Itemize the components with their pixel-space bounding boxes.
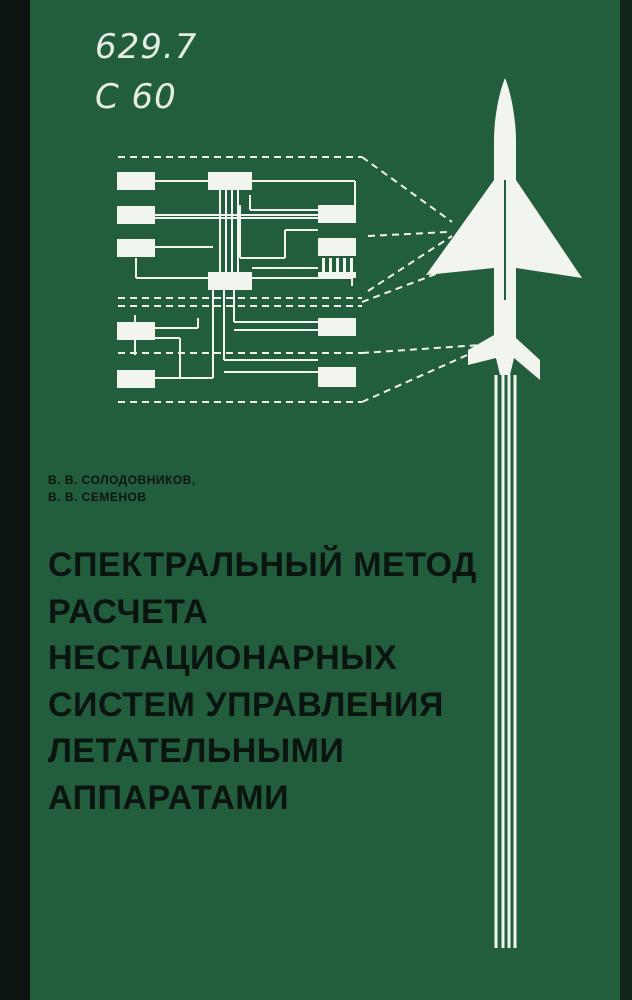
jet-contrail <box>494 375 517 948</box>
title-line: РАСЧЕТА <box>48 592 209 631</box>
library-call-number: 629.7 <box>95 27 198 67</box>
title-line: СПЕКТРАЛЬНЫЙ МЕТОД <box>48 546 477 584</box>
cover-edge <box>620 0 632 1000</box>
book-spine <box>0 0 30 1000</box>
jet-aircraft-icon <box>426 78 582 380</box>
author-name: В. В. СОЛОДОВНИКОВ, <box>48 473 196 487</box>
diagram-wiring <box>134 180 356 379</box>
title-line: НЕСТАЦИОНАРНЫХ <box>48 639 398 677</box>
title-line: СИСТЕМ УПРАВЛЕНИЯ <box>48 685 444 724</box>
title-line: ЛЕТАТЕЛЬНЫМИ <box>48 732 345 770</box>
diagram-dashed-lines <box>118 156 487 403</box>
book-title: СПЕКТРАЛЬНЫЙ МЕТОД РАСЧЕТА НЕСТАЦИОНАРНЫ… <box>48 542 477 821</box>
author-list: В. В. СОЛОДОВНИКОВ, В. В. СЕМЕНОВ <box>48 472 196 506</box>
author-name: В. В. СЕМЕНОВ <box>48 490 147 504</box>
library-shelf-mark: С 60 <box>95 77 177 117</box>
title-line: АППАРАТАМИ <box>48 778 290 817</box>
diagram-blocks <box>117 172 356 388</box>
cover-panel <box>30 0 620 1000</box>
